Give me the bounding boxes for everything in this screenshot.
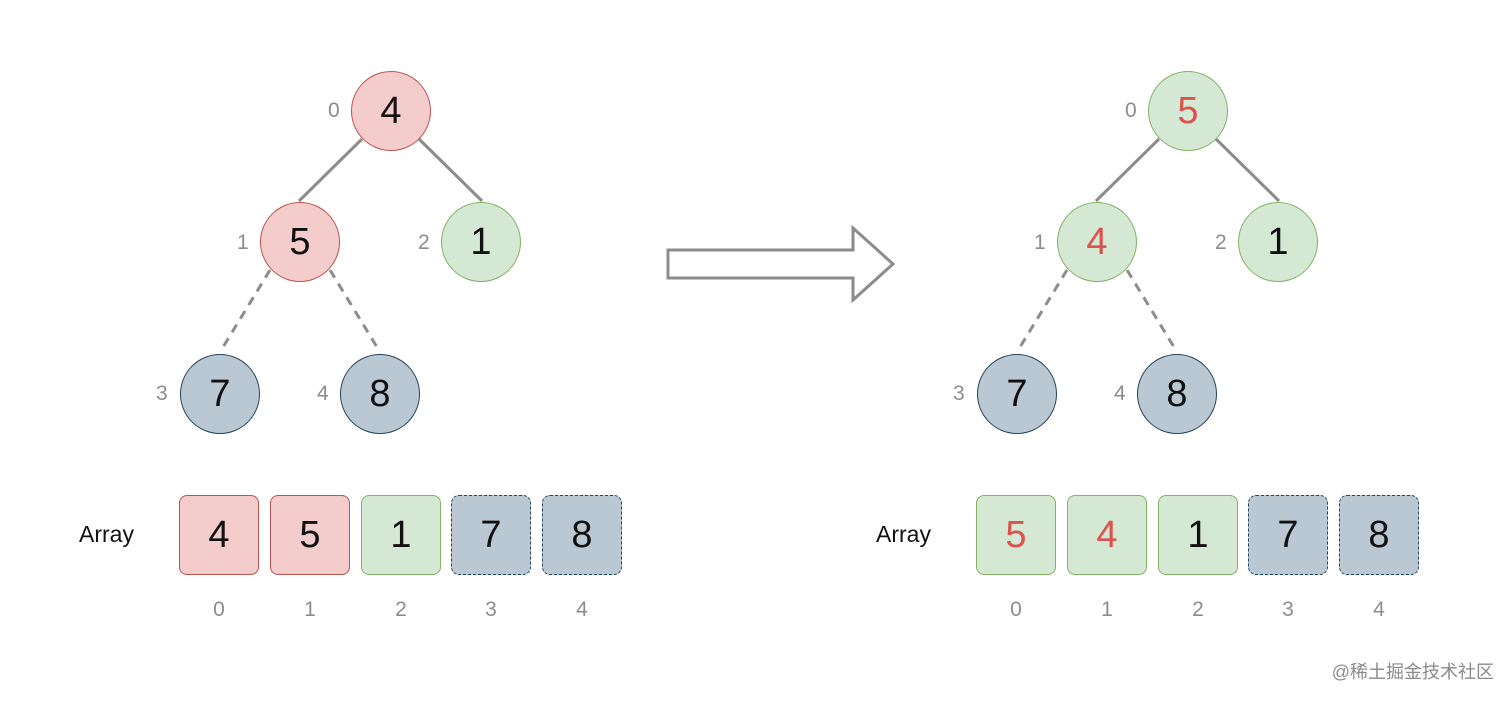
array-cell: 1 (361, 495, 441, 575)
cell-value: 7 (480, 513, 502, 556)
array-cell: 8 (1339, 495, 1419, 575)
edge-0-1 (1094, 137, 1161, 203)
node-index: 1 (237, 231, 249, 254)
node-index: 4 (317, 382, 329, 405)
array-index: 2 (395, 598, 407, 621)
edge-1-3 (218, 269, 272, 353)
array-cell: 7 (1248, 495, 1328, 575)
tree-node: 8 (340, 354, 420, 434)
array-label: Array (876, 521, 931, 547)
array-index: 0 (1010, 598, 1022, 621)
array-cell: 4 (179, 495, 259, 575)
edge-1-3 (1015, 269, 1069, 353)
tree-node: 5 (1148, 71, 1228, 151)
node-value: 7 (1006, 372, 1028, 415)
node-value: 5 (289, 220, 311, 263)
node-index: 3 (156, 382, 168, 405)
tree-node: 1 (1238, 202, 1318, 282)
tree-node: 4 (1057, 202, 1137, 282)
node-value: 5 (1177, 89, 1199, 132)
cell-value: 1 (390, 513, 412, 556)
tree-node: 5 (260, 202, 340, 282)
cell-value: 5 (299, 513, 321, 556)
tree-node: 4 (351, 71, 431, 151)
node-value: 8 (369, 372, 391, 415)
cell-value: 5 (1005, 513, 1027, 556)
array-index: 2 (1192, 598, 1204, 621)
watermark: @稀土掘金技术社区 (1331, 662, 1494, 682)
array-index: 4 (576, 598, 588, 621)
edge-1-4 (328, 269, 382, 353)
node-value: 1 (1267, 220, 1289, 263)
node-index: 2 (418, 231, 430, 254)
array-index: 1 (304, 598, 316, 621)
array-index: 4 (1373, 598, 1385, 621)
cell-value: 4 (1096, 513, 1118, 556)
node-value: 8 (1166, 372, 1188, 415)
edge-0-1 (297, 137, 364, 203)
cell-value: 8 (1368, 513, 1390, 556)
edge-1-4 (1125, 269, 1179, 353)
array-cell: 1 (1158, 495, 1238, 575)
node-value: 4 (380, 89, 402, 132)
tree-node: 7 (977, 354, 1057, 434)
edge-0-2 (417, 137, 484, 203)
right-arrow-icon (666, 224, 896, 304)
cell-value: 4 (208, 513, 230, 556)
array-cell: 7 (451, 495, 531, 575)
node-index: 1 (1034, 231, 1046, 254)
node-index: 0 (1125, 99, 1137, 122)
array-index: 3 (1282, 598, 1294, 621)
array-cell: 5 (976, 495, 1056, 575)
cell-value: 1 (1187, 513, 1209, 556)
cell-value: 7 (1277, 513, 1299, 556)
tree-node: 8 (1137, 354, 1217, 434)
cell-value: 8 (571, 513, 593, 556)
edge-0-2 (1214, 137, 1281, 203)
node-value: 1 (470, 220, 492, 263)
array-cell: 4 (1067, 495, 1147, 575)
node-index: 4 (1114, 382, 1126, 405)
node-value: 7 (209, 372, 231, 415)
array-index: 3 (485, 598, 497, 621)
node-index: 0 (328, 99, 340, 122)
array-cell: 8 (542, 495, 622, 575)
array-index: 0 (213, 598, 225, 621)
array-label: Array (79, 521, 134, 547)
node-index: 3 (953, 382, 965, 405)
tree-node: 1 (441, 202, 521, 282)
array-index: 1 (1101, 598, 1113, 621)
node-index: 2 (1215, 231, 1227, 254)
array-cell: 5 (270, 495, 350, 575)
node-value: 4 (1086, 220, 1108, 263)
tree-node: 7 (180, 354, 260, 434)
